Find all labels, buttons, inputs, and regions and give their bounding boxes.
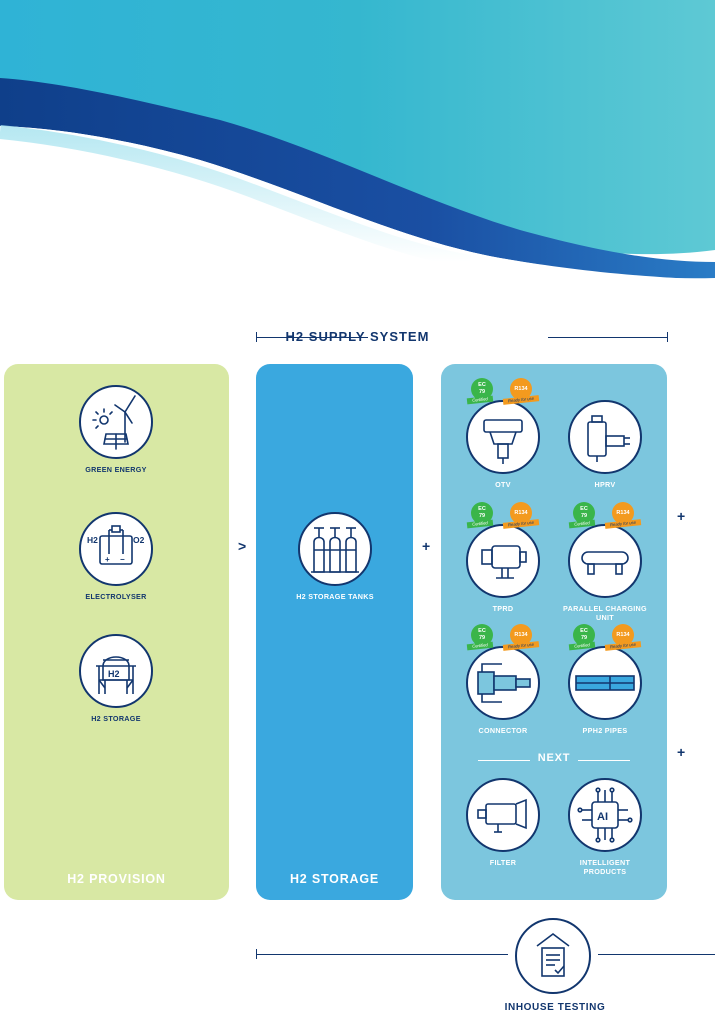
connector-item: CONNECTOR [461, 646, 545, 735]
pph2-pipes-label: PPH2 PIPES [582, 726, 628, 735]
r134-badge: R134 [612, 502, 634, 524]
electrolyser-item: H2 O2 + − ELECTROLYSER [74, 512, 158, 601]
hprv-item: HPRV [563, 400, 647, 489]
ai-icon-text: AI [597, 811, 608, 823]
inhouse-testing-label: INHOUSE TESTING [504, 1002, 606, 1013]
storage-panel-label: H2 STORAGE [289, 872, 380, 886]
green-energy-item: GREEN ENERGY [74, 385, 158, 474]
storage-panel: H2 STORAGE TANKS H2 STORAGE [256, 364, 413, 900]
footer-line-right [598, 954, 715, 955]
parallel-charging-unit-label: PARALLEL CHARGING UNIT [563, 604, 647, 622]
filter-item: FILTER [461, 778, 545, 867]
provision-panel: GREEN ENERGY H2 O2 + − ELECTROLYSER [4, 364, 229, 900]
storage-tank-icon: H2 [79, 634, 153, 708]
h2-storage-tanks-item: H2 STORAGE TANKS [292, 512, 378, 601]
otv-valve-icon [466, 400, 540, 474]
h2-icon-text: H2 [87, 535, 98, 545]
tprd-icon [466, 524, 540, 598]
electrolyser-label: ELECTROLYSER [85, 592, 147, 601]
header-line-right [548, 337, 667, 338]
o2-icon-text: O2 [133, 535, 145, 545]
testing-house-icon [515, 918, 591, 994]
r134-badge: R134 [510, 378, 532, 400]
otv-label: OTV [495, 480, 511, 489]
footer-line-left [256, 954, 508, 955]
r134-badge: R134 [510, 502, 532, 524]
minus-icon-text: − [120, 555, 125, 564]
parallel-charging-unit-item: PARALLEL CHARGING UNIT [563, 524, 647, 622]
green-energy-label: GREEN ENERGY [85, 465, 147, 474]
pph2-pipes-item: PPH2 PIPES [563, 646, 647, 735]
next-title: NEXT [537, 752, 571, 764]
plus-operator-1: + [422, 538, 431, 554]
wave-banner [0, 0, 715, 290]
arrow-operator: > [238, 538, 247, 554]
otv-item: OTV [461, 400, 545, 489]
pipes-icon [568, 646, 642, 720]
gas-cylinders-icon [298, 512, 372, 586]
connector-label: CONNECTOR [478, 726, 528, 735]
filter-label: FILTER [489, 858, 517, 867]
next-line-left [478, 760, 530, 761]
plus-operator-2: + [677, 508, 686, 524]
electrolyser-icon: H2 O2 + − [79, 512, 153, 586]
r134-badge: R134 [612, 624, 634, 646]
connector-icon [466, 646, 540, 720]
plus-icon-text: + [105, 555, 110, 564]
charging-unit-icon [568, 524, 642, 598]
h2-storage-item: H2 H2 STORAGE [74, 634, 158, 723]
r134-badge: R134 [510, 624, 532, 646]
hprv-valve-icon [568, 400, 642, 474]
tprd-item: TPRD [461, 524, 545, 613]
header-tick-right [667, 332, 668, 342]
intelligent-products-item: AI INTELLIGENT PRODUCTS [563, 778, 647, 876]
filter-icon [466, 778, 540, 852]
intelligent-products-label: INTELLIGENT PRODUCTS [579, 858, 631, 876]
plus-operator-3: + [677, 744, 686, 760]
hprv-label: HPRV [594, 480, 616, 489]
section-title: H2 SUPPLY SYSTEM [285, 329, 430, 344]
provision-panel-label: H2 PROVISION [67, 872, 166, 886]
wind-solar-icon [79, 385, 153, 459]
next-line-right [578, 760, 630, 761]
ai-chip-icon: AI [568, 778, 642, 852]
tank-h2-text: H2 [108, 669, 120, 679]
h2-storage-label: H2 STORAGE [91, 714, 141, 723]
tprd-label: TPRD [492, 604, 514, 613]
header-line-left [256, 337, 368, 338]
h2-storage-tanks-label: H2 STORAGE TANKS [296, 592, 374, 601]
